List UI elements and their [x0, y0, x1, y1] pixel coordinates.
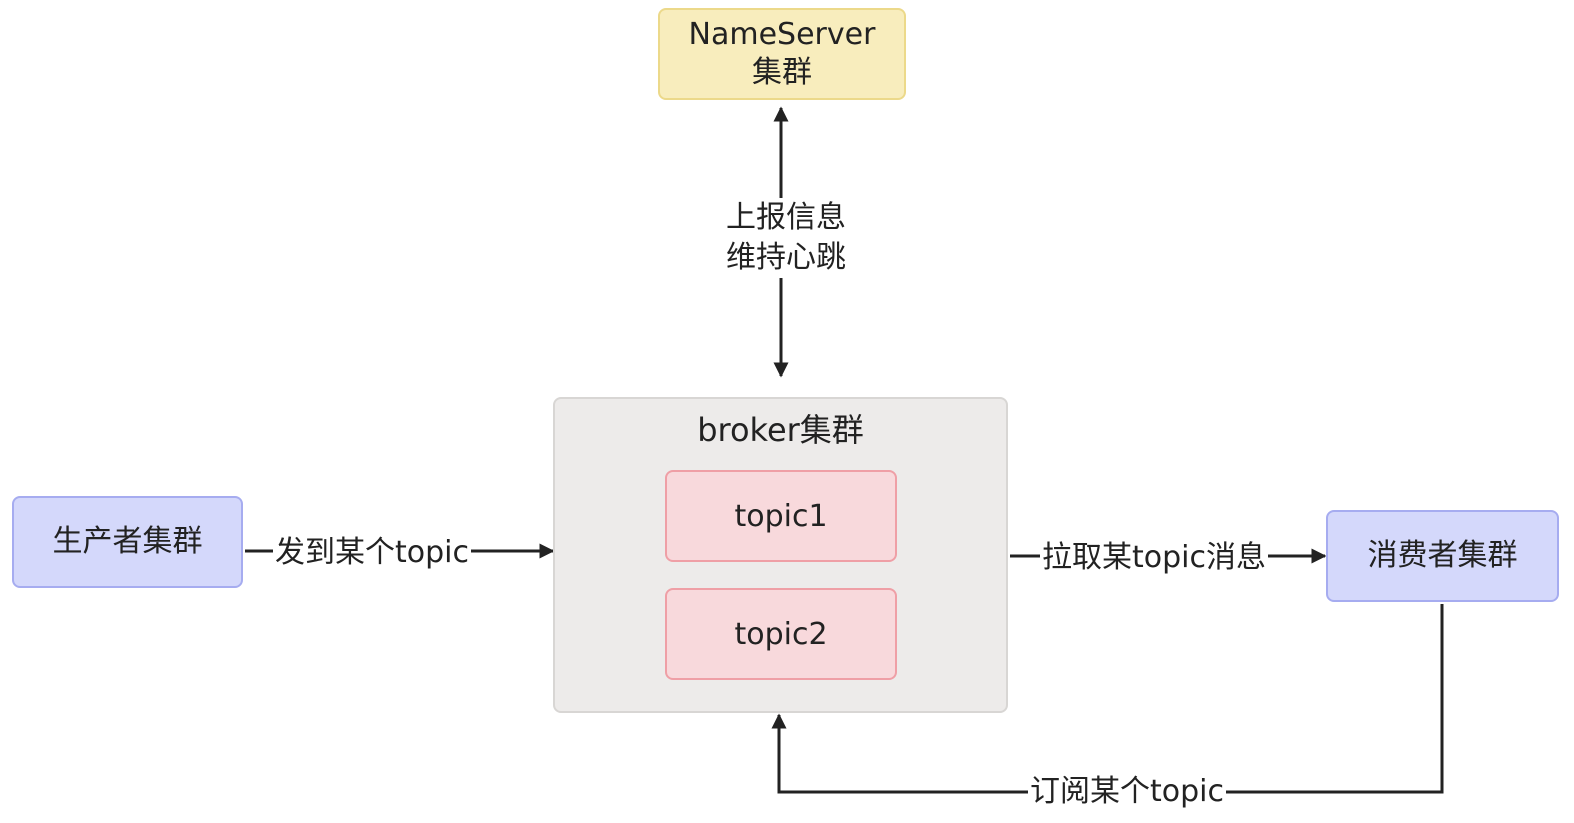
topic2-label: topic2 — [734, 616, 828, 652]
pull-topic-edge-label: 拉取某topic消息 — [1040, 538, 1268, 578]
topic2-node[interactable]: topic2 — [665, 588, 897, 680]
broker-cluster-label: broker集群 — [697, 411, 864, 449]
subscribe-topic-edge-label: 订阅某个topic — [1028, 772, 1226, 812]
report-heartbeat-edge-label: 上报信息 维持心跳 — [714, 198, 858, 278]
producer-cluster-node[interactable]: 生产者集群 — [12, 496, 243, 588]
topic1-label: topic1 — [734, 498, 828, 534]
nameserver-cluster-label: NameServer 集群 — [688, 17, 876, 90]
topic1-node[interactable]: topic1 — [665, 470, 897, 562]
send-topic-edge-label: 发到某个topic — [273, 533, 471, 573]
consumer-cluster-label: 消费者集群 — [1367, 538, 1518, 573]
producer-cluster-label: 生产者集群 — [52, 524, 203, 559]
nameserver-cluster-node[interactable]: NameServer 集群 — [658, 8, 906, 100]
consumer-cluster-node[interactable]: 消费者集群 — [1326, 510, 1559, 602]
